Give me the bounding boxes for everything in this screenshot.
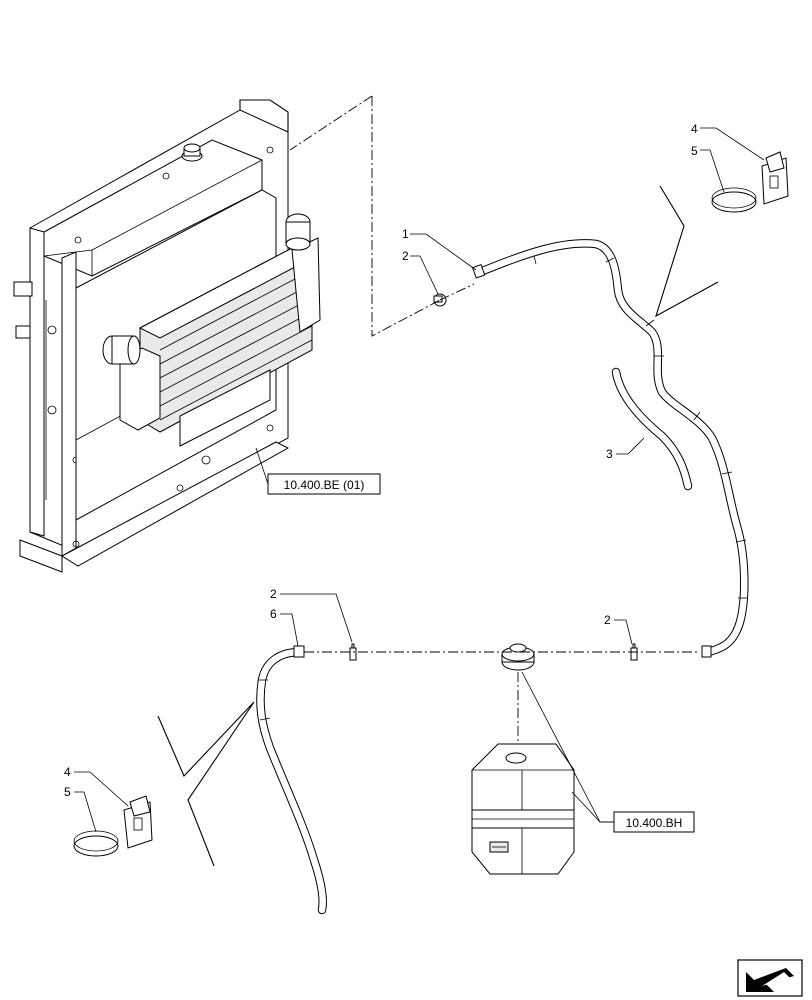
strap-5-top bbox=[711, 187, 757, 213]
intercooler-fins bbox=[159, 269, 313, 421]
callout-hose-1: 1 bbox=[402, 227, 409, 241]
hose-break-marks bbox=[157, 185, 719, 867]
reference-radiator[interactable]: 10.400.BE (01) bbox=[267, 473, 381, 495]
strap-5-bottom bbox=[73, 830, 119, 857]
next-page-arrow-icon[interactable] bbox=[737, 959, 803, 997]
reference-tank-label: 10.400.BH bbox=[626, 816, 683, 830]
radiator-assembly bbox=[13, 99, 321, 573]
callout-strap-5-bottom: 5 bbox=[64, 785, 71, 799]
callout-clamp-2-mid-left: 2 bbox=[270, 587, 277, 601]
leader-lines bbox=[74, 127, 765, 833]
callout-clamp-2-mid-right: 2 bbox=[604, 613, 611, 627]
hose-clamp-mid-left bbox=[349, 643, 357, 661]
tank-cap bbox=[501, 643, 535, 671]
callout-numbers: 1 2 3 4 5 2 6 2 4 5 bbox=[64, 122, 698, 799]
clip-4-top bbox=[761, 151, 789, 205]
callout-clamp-2-top: 2 bbox=[402, 249, 409, 263]
hose-clamp-mid-right bbox=[630, 643, 638, 661]
hose-6 bbox=[256, 645, 327, 915]
callout-hose-6: 6 bbox=[270, 607, 277, 621]
overflow-hose-1 bbox=[471, 239, 749, 658]
callout-clip-4-top: 4 bbox=[691, 122, 698, 136]
reference-radiator-label: 10.400.BE (01) bbox=[284, 478, 365, 492]
callout-hose-3: 3 bbox=[606, 447, 613, 461]
expansion-tank bbox=[471, 743, 575, 875]
hose-3 bbox=[611, 367, 693, 491]
callout-strap-5-top: 5 bbox=[691, 144, 698, 158]
clip-4-bottom bbox=[123, 795, 153, 849]
reference-tank[interactable]: 10.400.BH bbox=[613, 811, 695, 833]
assembly-centre-lines bbox=[289, 95, 700, 744]
callout-clip-4-bottom: 4 bbox=[64, 765, 71, 779]
